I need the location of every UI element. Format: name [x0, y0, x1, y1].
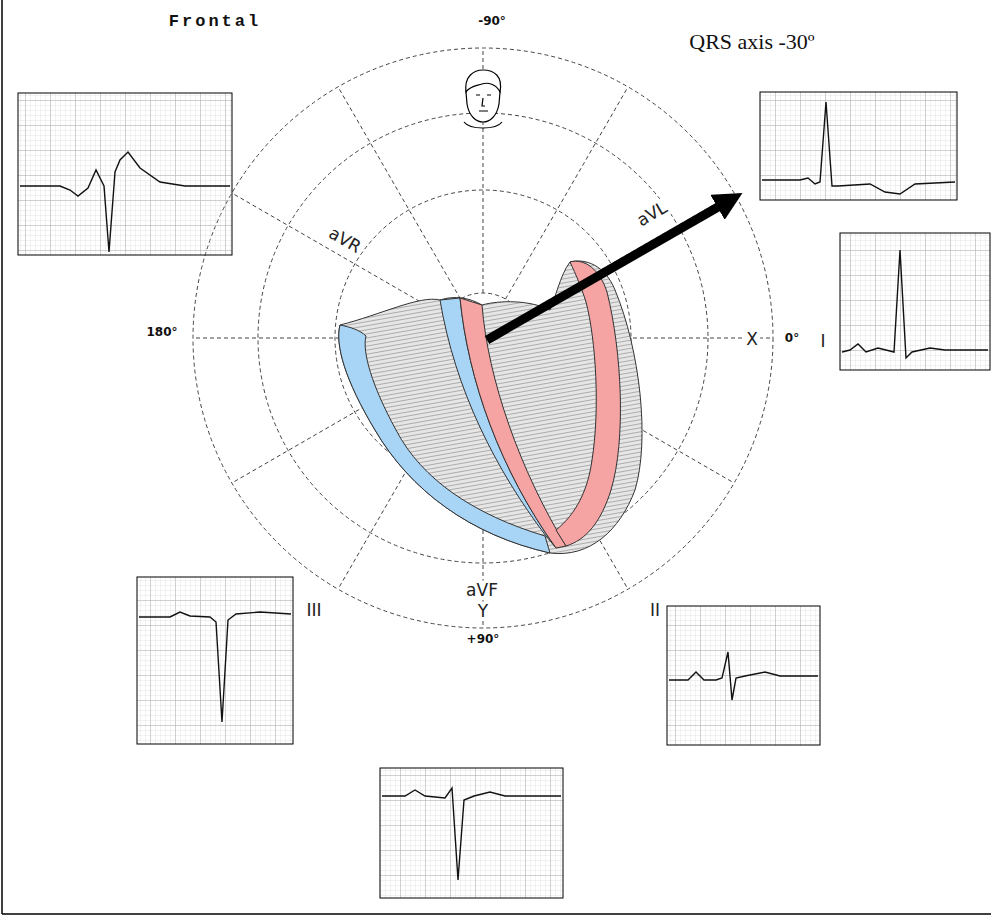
heart-outline	[339, 261, 642, 554]
plane-title: Frontal	[167, 13, 263, 32]
degree-mark: 0°	[783, 332, 801, 345]
qrs-axis-arrow	[487, 203, 725, 340]
degree-mark: 180°	[144, 326, 179, 339]
axis-line	[232, 193, 444, 316]
left-ventricle-wall	[556, 261, 620, 546]
axis-line	[338, 87, 461, 299]
degree-mark: -90°	[476, 15, 508, 28]
heart-illustration	[339, 261, 642, 554]
ecg-strip-iii	[137, 577, 293, 744]
ecg-strip-avr	[18, 93, 232, 255]
septum-left-half	[460, 298, 566, 548]
hexaxial-reference	[193, 48, 773, 628]
ecg-strip-ii	[667, 606, 820, 745]
ecg-strip-avf	[380, 768, 563, 898]
head-icon	[464, 70, 502, 128]
lead-name: III	[304, 601, 323, 620]
lead-name: aVL	[632, 197, 672, 231]
lead-name: aVR	[324, 222, 366, 257]
lead-name: I	[818, 332, 827, 351]
right-ventricle-wall	[339, 325, 550, 553]
lead-name: II	[648, 601, 662, 620]
axis-caption: QRS axis -30º	[687, 30, 816, 54]
ecg-strip-avl	[760, 92, 957, 200]
axis-letter: X	[744, 330, 760, 349]
degree-mark: +90°	[465, 633, 502, 646]
axis-letter: Y	[476, 602, 490, 621]
lead-name: aVF	[464, 581, 500, 600]
ecg-strip-i	[840, 233, 990, 370]
